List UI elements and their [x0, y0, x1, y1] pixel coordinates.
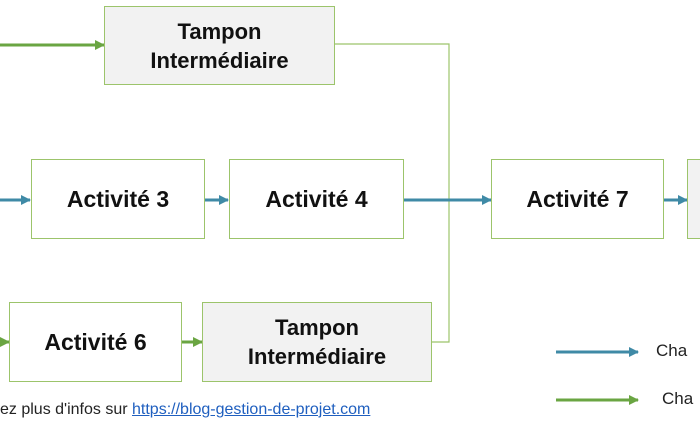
tampon-intermediaire-top-box: Tampon Intermédiaire [104, 6, 335, 85]
connector-tampon-bottom [432, 200, 450, 343]
tampon-bottom-line2: Intermédiaire [247, 344, 387, 369]
tampon-intermediaire-bottom-box: Tampon Intermédiaire [202, 302, 432, 382]
activite-4-box: Activité 4 [229, 159, 404, 239]
connector-tampon-top [335, 43, 450, 200]
footer-text: ez plus d'infos sur https://blog-gestion… [0, 401, 600, 419]
activite-7-label: Activité 7 [526, 185, 629, 212]
activite-6-label: Activité 6 [44, 328, 147, 355]
activite-7-box: Activité 7 [491, 159, 664, 239]
activite-3-box: Activité 3 [31, 159, 205, 239]
footer-prefix: ez plus d'infos sur [0, 401, 133, 418]
tampon-top-line1: Tampon [177, 18, 262, 44]
next-box-partial [687, 159, 700, 239]
legend-label-blue: Cha [656, 341, 688, 360]
tampon-bottom-line1: Tampon [275, 315, 359, 340]
legend-label-green: Cha [662, 389, 694, 408]
activite-4-label: Activité 4 [265, 185, 368, 212]
activite-3-label: Activité 3 [66, 185, 170, 212]
footer-link[interactable]: https://blog-gestion-de-projet.com [132, 401, 371, 418]
tampon-top-line2: Intermédiaire [150, 47, 289, 73]
activite-6-box: Activité 6 [9, 302, 182, 382]
